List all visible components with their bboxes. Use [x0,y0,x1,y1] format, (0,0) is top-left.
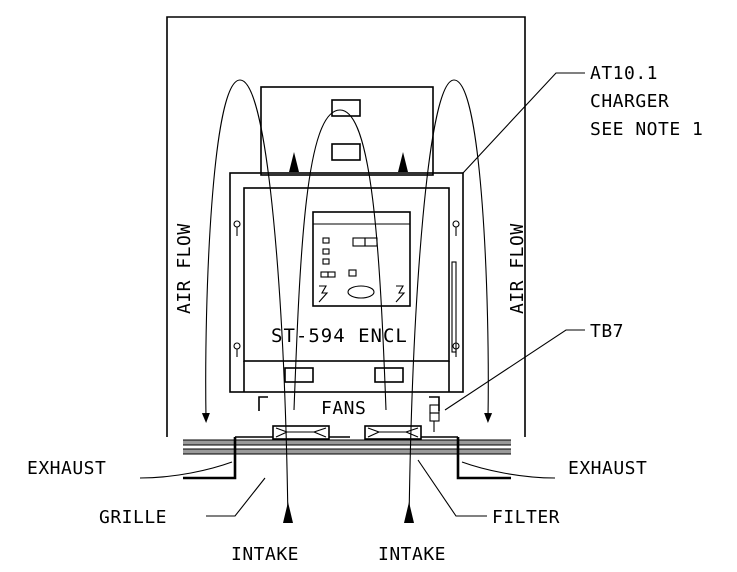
fans-label: FANS [321,398,366,419]
exhaust-outlet-right [456,437,511,480]
grille-bar [183,440,511,445]
charger-callout: AT10.1 CHARGER SEE NOTE 1 [590,63,703,140]
charger-enclosure [229,172,464,393]
charger-leader [462,72,585,174]
tb7-label: TB7 [590,321,624,342]
vent-slot-right [374,367,404,383]
enclosure-label: ST-594 ENCL [271,325,408,347]
panel-bolt-icon-right [395,285,406,303]
airflow-arrow-up-right [398,152,408,172]
upper-rack-panel [260,86,434,176]
control-panel [312,211,411,307]
grille-leader [206,477,266,517]
vent-slot-left [284,367,314,383]
tb7-leader [444,329,585,411]
panel-led-5 [327,271,336,278]
airflow-arrow-up-left [289,152,299,172]
intake-label-left: INTAKE [231,544,299,565]
panel-display-oval [347,285,375,299]
filter-leader [417,459,487,517]
exhaust-outlet-left [183,437,237,480]
exhaust-flow-left [139,461,233,479]
panel-led-4 [320,271,329,278]
airflow-curve-inner [293,109,387,411]
panel-indicator-2 [364,237,378,247]
tb7-terminal-block [429,404,440,432]
charger-label-line3: SEE NOTE 1 [590,119,703,140]
filter-bar [183,449,511,454]
cabinet-outline [166,16,526,437]
fan-right [364,425,422,440]
airflow-curve-left [201,79,289,524]
exhaust-flow-right [461,461,556,479]
fan-left [272,425,330,440]
charger-label-line1: AT10.1 [590,63,658,84]
exhaust-label-right: EXHAUST [568,458,647,479]
exhaust-label-left: EXHAUST [27,458,106,479]
filter-label: FILTER [492,507,560,528]
keyhole-mount-left-bottom [233,342,241,357]
upper-slot-2 [331,143,361,161]
panel-indicator-1 [352,237,366,247]
intake-label-right: INTAKE [378,544,446,565]
panel-bolt-icon-left [318,285,329,303]
leader-lines [206,72,585,517]
panel-led-2 [322,248,330,255]
exhaust-flow-arrows [139,461,556,479]
keyhole-mount-left-top [233,220,241,236]
air-flow-label-right: AIR FLOW [507,223,528,314]
charger-label-line2: CHARGER [590,91,669,112]
grille-label: GRILLE [99,507,167,528]
grille-assembly [183,439,511,455]
intake-arrow-left [283,502,293,523]
keyhole-mount-right-top [452,220,460,236]
upper-slot-1 [331,99,361,117]
panel-led-6 [348,269,357,277]
air-flow-label-left: AIR FLOW [174,223,195,314]
side-rail [451,261,457,353]
panel-led-3 [322,258,330,265]
airflow-curve-right [408,79,493,524]
panel-led-1 [322,237,330,244]
intake-arrow-right [404,502,414,523]
airflow-arrows [201,79,493,524]
